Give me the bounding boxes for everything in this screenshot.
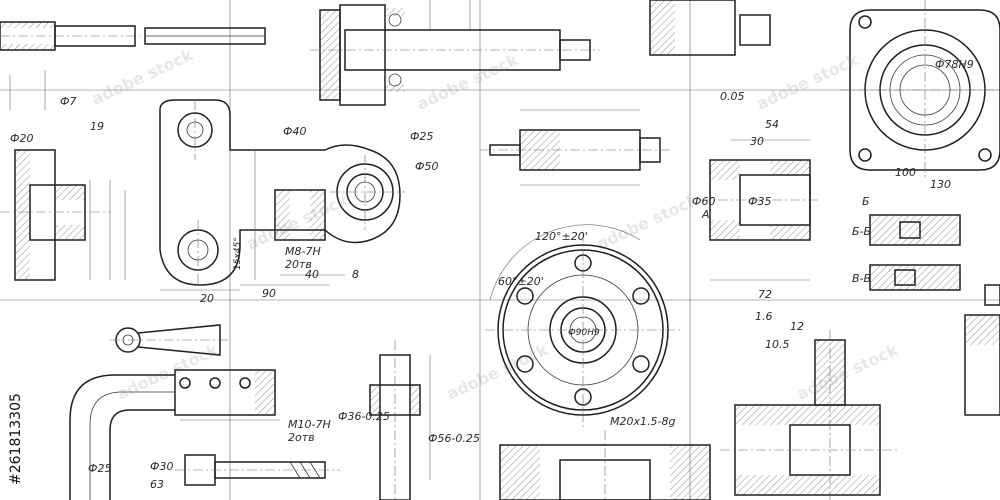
dim-label: Ф25: [410, 130, 433, 143]
lever-drawing: [159, 99, 405, 291]
dim-label: 15х45°: [233, 237, 243, 270]
dim-label: 120°±20': [535, 230, 588, 243]
dim-label: 90: [262, 287, 276, 300]
dim-label: А: [701, 208, 710, 221]
dim-label: В-В: [852, 272, 871, 285]
dim-label: 2отв: [288, 431, 315, 444]
dim-label: Ф36-0.25: [338, 410, 390, 423]
dim-label: Ф90Н9: [568, 328, 600, 338]
link-arm-drawing: [110, 324, 230, 356]
dim-label: 40: [305, 268, 319, 281]
section-views-drawing: [869, 214, 961, 291]
dim-label: М10-7Н: [288, 418, 331, 431]
flange-section-drawing: [0, 149, 126, 281]
dim-label: 8: [352, 268, 359, 281]
bearing-housing-drawing: [840, 0, 1000, 180]
housing-section-drawing: [499, 430, 711, 500]
coupling-section-drawing: [720, 330, 900, 500]
dim-label: Ф35: [748, 195, 771, 208]
dim-label: 12: [790, 320, 804, 333]
dim-label: Ф50: [415, 160, 438, 173]
vertical-shaft-drawing: [369, 340, 431, 500]
bushing-section-drawing: [700, 139, 820, 281]
dim-label: М8-7Н: [285, 245, 321, 258]
tube-fitting-drawing: [0, 21, 266, 110]
watermark-text: adobe stock: [794, 340, 902, 404]
dim-label: 100: [895, 166, 916, 179]
dim-label: Ф40: [283, 125, 306, 138]
shaft-bearing-drawing: [310, 0, 600, 106]
dim-label: Ф56-0.25: [428, 432, 480, 445]
dim-label: 130: [930, 178, 951, 191]
dim-label: Ф25: [88, 462, 111, 475]
dim-label: 20: [200, 292, 214, 305]
dim-label: Ф7: [60, 95, 76, 108]
dim-label: Б-Б: [852, 225, 871, 238]
dim-label: 20тв: [285, 258, 312, 271]
round-flange-drawing: [485, 224, 680, 428]
watermark-text: adobe stock: [594, 190, 702, 254]
watermark-text: adobe stock: [89, 45, 197, 109]
dim-label: 0.05: [720, 90, 745, 103]
dim-label: М20х1.5-8g: [610, 415, 675, 428]
dim-label: 60°±20': [498, 275, 544, 288]
dim-label: 19: [90, 120, 104, 133]
dim-label: 63: [150, 478, 164, 491]
dim-label: 54: [765, 118, 779, 131]
top-strip-drawing: [649, 0, 771, 56]
dim-label: Ф30: [150, 460, 173, 473]
dim-label: 1.6: [755, 310, 773, 323]
dim-label: 10.5: [765, 338, 790, 351]
watermark-text: adobe stock: [754, 50, 862, 114]
dim-label: Б: [862, 195, 870, 208]
dim-label: 30: [750, 135, 764, 148]
dim-label: Ф20: [10, 132, 33, 145]
right-edge-part-drawing: [964, 284, 1000, 416]
dim-label: Ф78Н9: [935, 58, 974, 71]
small-shaft-drawing: [480, 109, 670, 186]
dimension-labels: Ф40 Ф25 Ф50 М8-7Н 20тв 15х45° 20 90 40 8…: [10, 58, 974, 491]
dim-label: 72: [758, 288, 772, 301]
bolt-drawing: [175, 454, 340, 486]
watermark-text: adobe stock: [414, 50, 522, 114]
dim-label: Ф60: [692, 195, 715, 208]
stock-id-label: #261813305: [8, 393, 24, 485]
pipe-elbow-drawing: [69, 369, 280, 500]
